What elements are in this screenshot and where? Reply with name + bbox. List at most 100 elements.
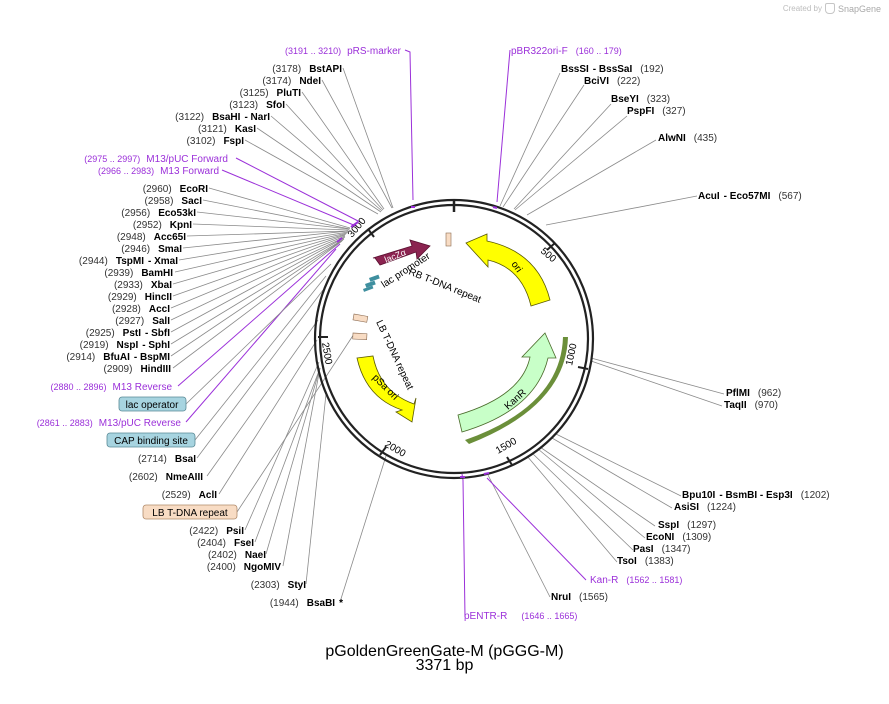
site-bsabi[interactable]: (1944)BsaBI* (270, 598, 343, 609)
kanr-feature[interactable] (457, 332, 557, 433)
snapgene-branding: Created by SnapGene (783, 3, 881, 14)
site-bfuai[interactable]: (2914)BfuAI- BspMI (66, 352, 170, 363)
leader-line (539, 446, 656, 527)
primer-m13-puc-forward[interactable]: (2975 .. 2997)M13/pUC Forward (84, 154, 228, 165)
leader-line (235, 157, 361, 223)
site-pflmi[interactable]: PflMI(962) (726, 388, 781, 399)
site-ecori[interactable]: (2960)EcoRI (143, 184, 208, 195)
site-fspi[interactable]: (3102)FspI (187, 136, 245, 147)
lb-tdna-repeat-box[interactable]: LB T-DNA repeat (142, 504, 238, 520)
site-smai[interactable]: (2946)SmaI (121, 244, 182, 255)
site-bsssi[interactable]: BssSI- BssSaI(192) (561, 64, 664, 75)
site-eco53ki[interactable]: (2956)Eco53kI (121, 208, 196, 219)
plasmid-name: pGoldenGreenGate-M (pGGG-M) (325, 643, 564, 660)
site-nmeaiii[interactable]: (2602)NmeAIII (129, 472, 203, 483)
site-ngomiv[interactable]: (2400)NgoMIV (207, 562, 281, 573)
tick-mark (506, 456, 513, 466)
leader-line (172, 234, 346, 297)
leader-line (244, 139, 379, 215)
leader-line (526, 455, 618, 563)
site-bamhi[interactable]: (2939)BamHI (104, 268, 173, 279)
site-kasi[interactable]: (3121)KasI (198, 124, 256, 135)
leader-line (486, 477, 587, 581)
site-nspi[interactable]: (2919)NspI- SphI (80, 340, 171, 351)
site-styi[interactable]: (2303)StyI (251, 580, 306, 591)
site-bpu10i[interactable]: Bpu10I- BsmBI - Esp3I(1202) (682, 490, 830, 501)
site-acc65i[interactable]: (2948)Acc65I (117, 232, 186, 243)
site-bsai[interactable]: (2714)BsaI (138, 454, 196, 465)
cap-binding-site-box[interactable]: CAP binding site (106, 432, 196, 448)
cap-site-feature[interactable] (363, 285, 374, 292)
leader-line (196, 211, 350, 230)
site-saci[interactable]: (2958)SacI (145, 196, 203, 207)
site-bcivi[interactable]: BciVI(222) (584, 76, 640, 87)
lacza-feature[interactable] (372, 239, 431, 266)
site-acci[interactable]: (2928)AccI (112, 304, 170, 315)
site-tspmi[interactable]: (2944)TspMI- XmaI (79, 256, 178, 267)
site-acli[interactable]: (2529)AclI (162, 490, 217, 501)
leader-line (218, 339, 318, 495)
leader-line (221, 169, 357, 227)
site-tsoi[interactable]: TsoI(1383) (617, 556, 674, 567)
snapgene-logo-icon (824, 3, 835, 14)
primer-m13-reverse[interactable]: (2880 .. 2896)M13 Reverse (50, 382, 172, 393)
site-bsahi[interactable]: (3122)BsaHI- NarI (175, 112, 270, 123)
site-naei[interactable]: (2402)NaeI (208, 550, 266, 561)
site-pluti[interactable]: (3125)PluTI (240, 88, 302, 99)
primer-m13-puc-reverse[interactable]: (2861 .. 2883)M13/pUC Reverse (37, 418, 182, 429)
site-nrui[interactable]: NruI(1565) (551, 592, 608, 603)
lac-operator-box[interactable]: lac operator (118, 396, 187, 412)
lb-tdna-repeat-feature[interactable] (352, 313, 369, 323)
site-hindiii[interactable]: (2909)HindIII (104, 364, 172, 375)
leader-line (206, 319, 319, 477)
site-pspfi[interactable]: PspFI(327) (627, 106, 686, 117)
site-bseyi[interactable]: BseYI(323) (611, 94, 670, 105)
leader-line (182, 230, 349, 249)
site-xbai[interactable]: (2933)XbaI (114, 280, 172, 291)
leader-line (486, 472, 551, 598)
leader-line (254, 367, 321, 543)
site-fsei[interactable]: (2404)FseI (197, 538, 254, 549)
plasmid-backbone (313, 198, 595, 480)
feature-box-leaders (185, 263, 355, 513)
leader-line (590, 357, 725, 395)
primer-m13-forward[interactable]: (2966 .. 2983)M13 Forward (98, 166, 219, 177)
site-acui[interactable]: AcuI- Eco57MI(567) (698, 191, 802, 202)
rb-tdna-repeat-feature[interactable] (445, 232, 452, 247)
leader-line (185, 263, 332, 405)
leader-line (301, 91, 385, 210)
site-psii[interactable]: (2422)PsiI (189, 526, 244, 537)
site-bstapi[interactable]: (3178)BstAPI (272, 64, 342, 75)
site-sfoi[interactable]: (3123)SfoI (229, 100, 285, 111)
site-asisi[interactable]: AsiSI(1224) (674, 502, 736, 513)
leader-line (499, 72, 561, 207)
lb-tdna-repeat-feature-2[interactable] (352, 332, 368, 341)
lac-operator-box-label: lac operator (126, 400, 179, 411)
leader-line (496, 49, 511, 203)
tick-label-500: 500 (538, 246, 558, 265)
primer-pbr322ori-f[interactable]: pBR322ori-F(160 .. 179) (511, 46, 622, 57)
primer-pentr-r[interactable]: pENTR-R(1646 .. 1665) (464, 611, 577, 622)
leader-line (256, 127, 382, 213)
site-kpni[interactable]: (2952)KpnI (133, 220, 192, 231)
site-taqii[interactable]: TaqII(970) (724, 400, 778, 411)
lac-operator-feature[interactable] (365, 280, 376, 288)
site-hincii[interactable]: (2929)HincII (108, 292, 172, 303)
site-ndei[interactable]: (3174)NdeI (262, 76, 321, 87)
psa-ori-feature[interactable] (356, 355, 417, 423)
leader-line (285, 103, 384, 211)
site-pasi[interactable]: PasI(1347) (633, 544, 690, 555)
site-sali[interactable]: (2927)SalI (115, 316, 170, 327)
site-sspi[interactable]: SspI(1297) (658, 520, 716, 531)
lac-promoter-feature[interactable] (368, 274, 380, 282)
primer-kan-r[interactable]: Kan-R(1562 .. 1581) (590, 575, 682, 586)
ori-feature[interactable] (465, 233, 551, 307)
primer-prs-marker[interactable]: (3191 .. 3210)pRS-marker (285, 46, 402, 57)
leader-line (282, 367, 321, 567)
tick-label-2000: 2000 (383, 439, 408, 460)
primer-mark (483, 472, 490, 475)
site-psti[interactable]: (2925)PstI- SbfI (86, 328, 170, 339)
site-alwni[interactable]: AlwNI(435) (658, 133, 717, 144)
site-econi[interactable]: EcoNI(1309) (646, 532, 711, 543)
